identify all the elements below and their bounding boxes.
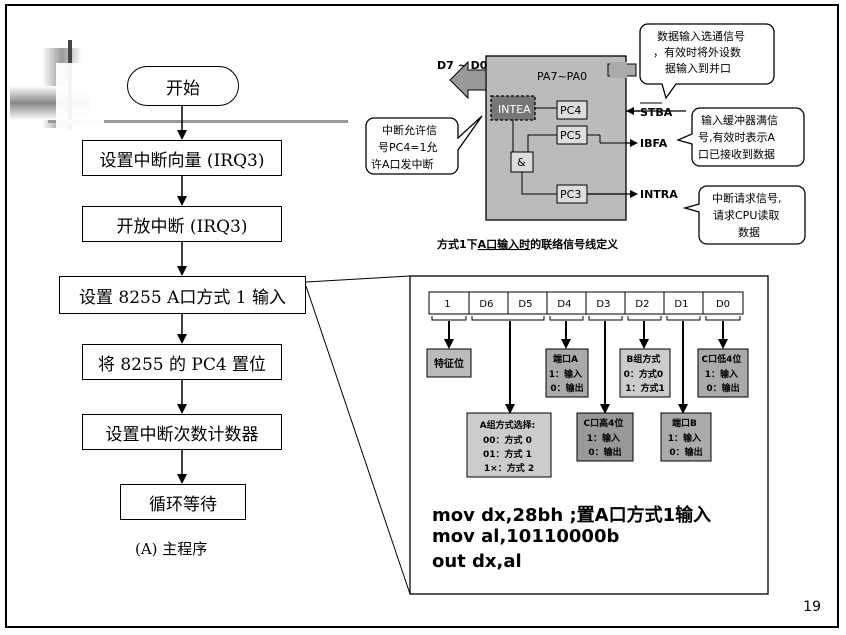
port-a-box xyxy=(545,348,589,398)
data-bus-label: D7 ~ D0 xyxy=(437,59,488,72)
bit-row: 1 D6 D5 D4 D3 D2 D1 D0 xyxy=(428,291,744,321)
and-gate-label: & xyxy=(517,156,526,169)
signal-caption: 方式1下A口输入时的联络信号线定义 xyxy=(437,237,619,251)
c-low-box xyxy=(697,348,749,398)
svg-text:C口高4位 1：输入 0：输出: C口高4位 1：输入 0：输出 xyxy=(583,417,626,458)
svg-text:C口低4位 1：输入 0：输出: C口低4位 1：输入 0：输出 xyxy=(701,353,744,394)
pc4-box xyxy=(556,100,588,120)
flow-step-6: 循环等待 xyxy=(120,484,246,520)
flow-step-1: 设置中断向量 (IRQ3) xyxy=(82,140,282,176)
callout-inte xyxy=(365,115,483,175)
bit-cell xyxy=(702,291,744,315)
page-number: 19 xyxy=(803,599,821,615)
slide-frame xyxy=(5,4,839,628)
port-label: PA7~PA0 xyxy=(537,70,587,83)
ibf-label: IBFA xyxy=(640,137,668,150)
pc3-label: PC3 xyxy=(560,188,581,201)
flow-step-3: 设置 8255 A口方式 1 输入 xyxy=(59,276,306,314)
port-b-box xyxy=(660,412,712,462)
svg-text:B组方式 0：方式0 1：方式1: B组方式 0：方式0 1：方式1 xyxy=(624,353,667,394)
code-line-3: out dx,al xyxy=(432,551,522,572)
data-out-arrow xyxy=(449,60,487,100)
flow-start: 开始 xyxy=(127,66,239,106)
callout-intr xyxy=(682,185,806,245)
callout-inte-text: 中断允许信 号PC4=1允 许A口发中断 xyxy=(371,123,441,171)
group-b-box xyxy=(619,348,671,398)
pc4-label: PC4 xyxy=(560,104,581,117)
svg-text:端口A 1：输入 0：输出: 端口A 1：输入 0：输出 xyxy=(549,353,585,394)
zoom-line xyxy=(305,285,411,595)
group-a-box xyxy=(466,412,552,478)
stb-label: STBA xyxy=(640,106,673,119)
intr-label: INTRA xyxy=(640,188,678,201)
callout-strobe xyxy=(639,23,775,100)
svg-text:1 D6 D5 D4: 1 D6 D5 D4 D3 D2 D1 D0 xyxy=(444,299,730,310)
callout-ibf-text: 输入缓冲器满信 号,有效时表示A 口已接收到数据 xyxy=(698,113,782,161)
svg-text:A组方式选择: 00：方式 0 01：方式: A组方式选择: 00：方式 0 01：方式 1 1×：方式 2 xyxy=(480,419,539,474)
flow-step-4: 将 8255 的 PC4 置位 xyxy=(82,344,282,380)
c-high-box xyxy=(576,412,634,462)
flow-caption: (A) 主程序 xyxy=(135,540,208,558)
pc5-label: PC5 xyxy=(560,129,581,142)
callout-ibf xyxy=(676,107,805,167)
zoom-line xyxy=(305,275,411,283)
callout-strobe-text: 数据输入选通信号 ，有效时将外设数 据输入到并口 xyxy=(653,29,749,75)
feature-box xyxy=(426,348,472,378)
code-line-1: mov dx,28bh ;置A口方式1输入 xyxy=(432,505,712,526)
chip-8255 xyxy=(485,55,627,221)
inte-label: INTEA xyxy=(498,103,531,116)
code-line-2: mov al,10110000b xyxy=(432,526,620,547)
flow-step-5: 设置中断次数计数器 xyxy=(82,414,282,450)
decor-ornament xyxy=(10,40,348,138)
flow-step-2: 开放中断 (IRQ3) xyxy=(82,206,282,242)
svg-text:特征位: 特征位 xyxy=(434,357,464,370)
svg-text:端口B 1：输入 0：输出: 端口B 1：输入 0：输出 xyxy=(668,417,704,458)
callout-intr-text: 中断请求信号, 请求CPU读取 数据 xyxy=(712,191,785,239)
